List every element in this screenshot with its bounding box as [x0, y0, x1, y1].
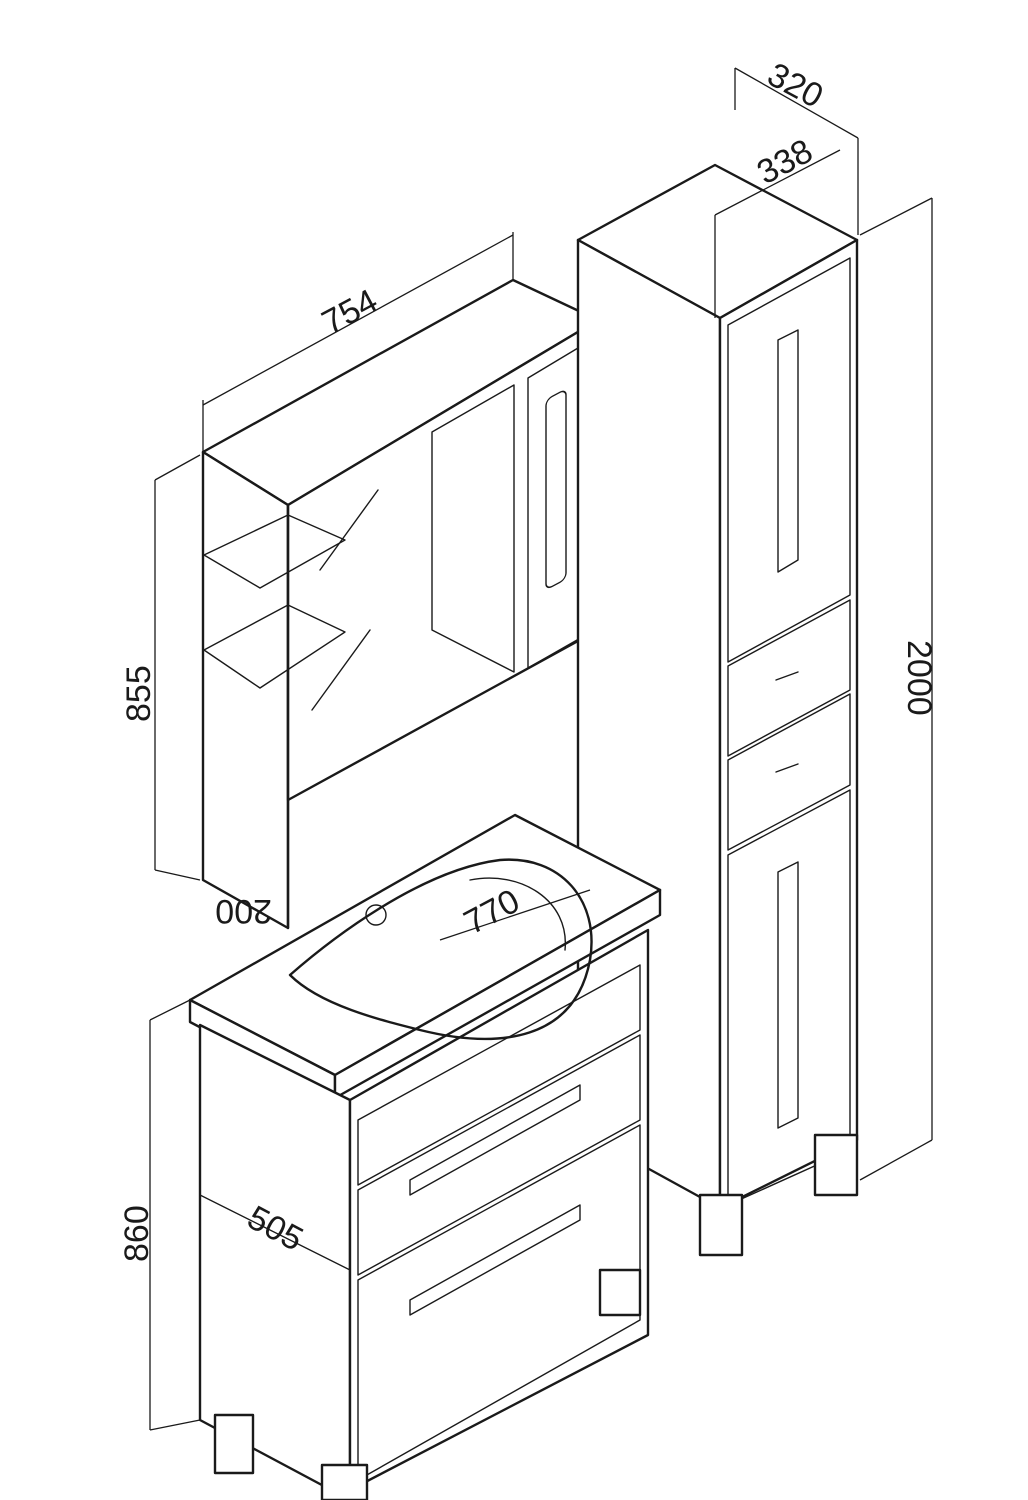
mirror-depth-label: 200: [215, 892, 272, 930]
mirror-height-label: 855: [120, 665, 158, 722]
column-depth-outer-label: 320: [761, 56, 829, 116]
mirror-width-label: 754: [316, 282, 384, 342]
mirror-cabinet: [201, 278, 600, 930]
vanity-height-label: 860: [118, 1205, 156, 1262]
column-depth-inner-label: 338: [751, 132, 819, 192]
vanity-unit: [188, 813, 662, 1500]
column-height-label: 2000: [900, 640, 938, 716]
dimension-lines: [149, 67, 933, 1431]
tall-column: [576, 163, 859, 1257]
